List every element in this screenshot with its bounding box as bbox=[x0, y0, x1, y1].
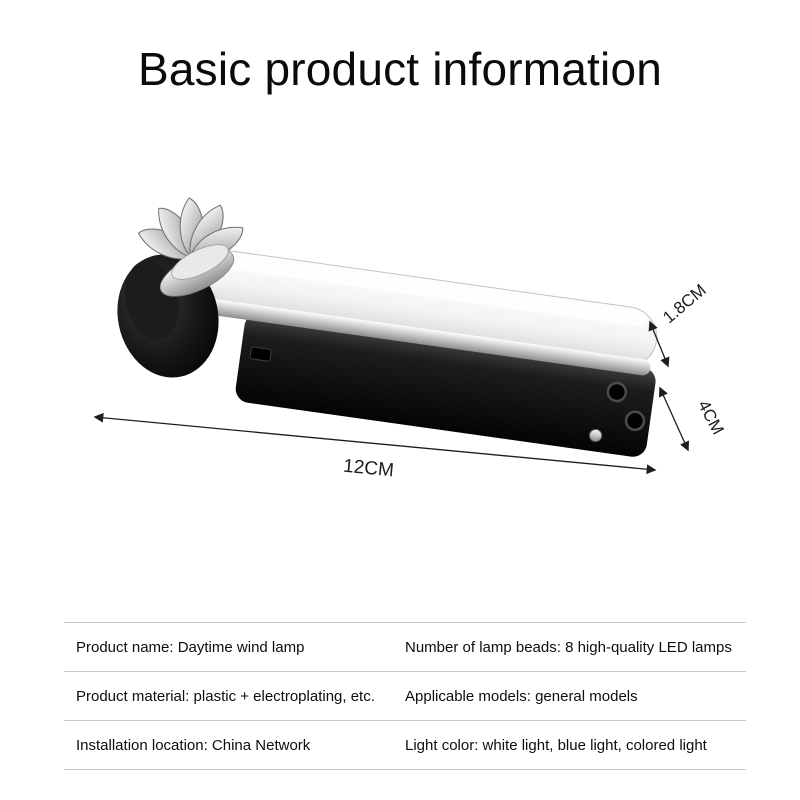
dimension-label-height: 4CM bbox=[694, 397, 728, 438]
dimension-line-thickness bbox=[648, 320, 670, 368]
spec-applicable-models: Applicable models: general models bbox=[405, 687, 638, 705]
dimension-label-length: 12CM bbox=[342, 456, 394, 482]
lamp-silver-rim bbox=[171, 294, 651, 376]
mount-screw-hole bbox=[606, 381, 628, 403]
spec-row: Product material: plastic + electroplati… bbox=[64, 671, 746, 720]
mount-screw-hole bbox=[624, 410, 646, 432]
spec-product-material: Product material: plastic + electroplati… bbox=[76, 687, 375, 705]
spec-product-name: Product name: Daytime wind lamp bbox=[76, 638, 305, 656]
lamp-body bbox=[168, 246, 658, 457]
dimension-line-length bbox=[93, 412, 657, 475]
mount-connector bbox=[249, 346, 272, 362]
spec-row: Product name: Daytime wind lamp Number o… bbox=[64, 622, 746, 671]
light-bar-highlight bbox=[183, 250, 646, 327]
page-title: Basic product information bbox=[137, 43, 663, 95]
fan-collar-top bbox=[171, 244, 229, 280]
dimension-label-thickness: 1.8CM bbox=[659, 280, 710, 327]
spec-lamp-beads: Number of lamp beads: 8 high-quality LED… bbox=[405, 638, 732, 656]
spec-light-color: Light color: white light, blue light, co… bbox=[405, 736, 707, 754]
spec-installation-location: Installation location: China Network bbox=[76, 736, 311, 754]
dimension-line-height bbox=[658, 386, 690, 452]
spec-row: Installation location: China Network Lig… bbox=[64, 720, 746, 769]
spec-table: Product name: Daytime wind lamp Number o… bbox=[64, 622, 746, 770]
